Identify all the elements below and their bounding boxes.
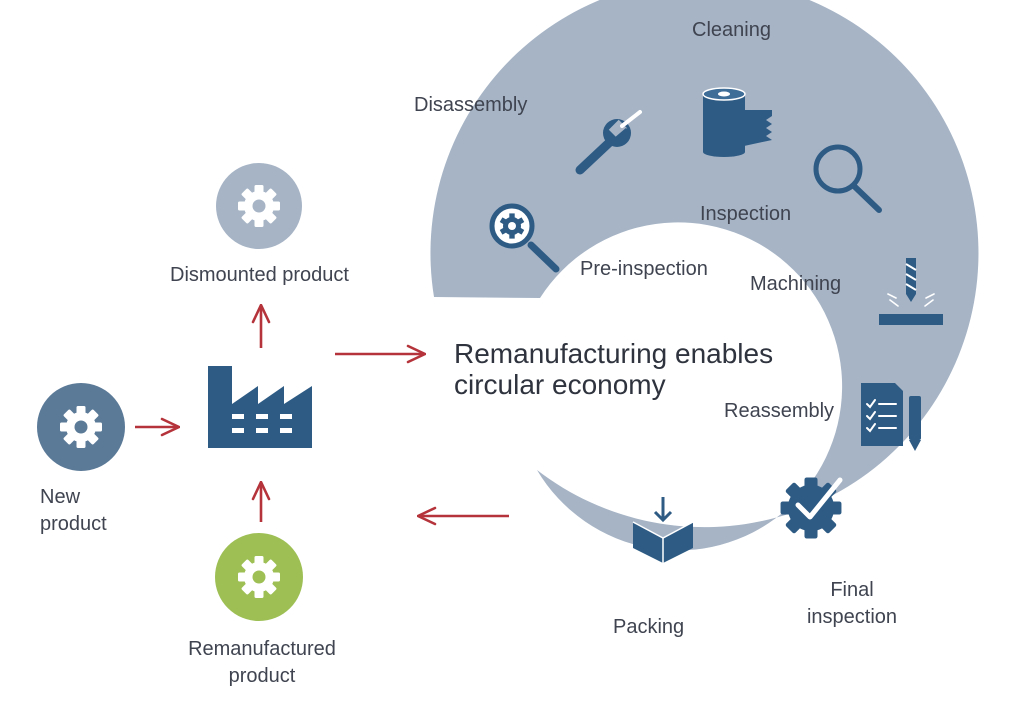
remanufactured-product-label-line1: Remanufactured xyxy=(188,638,336,660)
factory-icon xyxy=(208,366,312,448)
drill-icon xyxy=(879,258,943,325)
new-product-circle xyxy=(37,383,125,471)
wrench-icon xyxy=(575,110,642,175)
magnifier-icon xyxy=(813,144,882,213)
gear-check-icon xyxy=(780,477,843,539)
dismounted-product-label: Dismounted product xyxy=(170,264,349,286)
checklist-clipboard-icon xyxy=(861,383,921,451)
new-product-label-line2: product xyxy=(40,513,107,535)
magnifier-gear-icon xyxy=(489,203,560,273)
paper-roll-icon xyxy=(702,87,772,157)
box-icon xyxy=(632,497,694,563)
step-final-inspection-label: Final inspection xyxy=(800,577,904,631)
step-machining-label: Machining xyxy=(750,273,842,295)
step-disassembly-label: Disassembly xyxy=(414,94,528,116)
step-packing-label: Packing xyxy=(613,616,685,638)
step-final-inspection-line1: Final xyxy=(830,579,874,601)
step-inspection-label: Inspection xyxy=(700,203,792,225)
remanufactured-product-label-line2: product xyxy=(228,665,296,687)
center-title: Remanufacturing enables circular economy xyxy=(454,338,773,400)
remanufactured-product-circle xyxy=(215,533,303,621)
process-ring xyxy=(430,0,979,551)
step-final-inspection-line2: inspection xyxy=(806,606,898,628)
remanufactured-product-label: Remanufactured product xyxy=(184,636,340,690)
step-pre-inspection-label: Pre-inspection xyxy=(580,258,708,280)
step-cleaning-label: Cleaning xyxy=(692,19,771,41)
new-product-label: New product xyxy=(40,484,107,538)
new-product-label-line1: New xyxy=(40,486,81,508)
center-title-line2: circular economy xyxy=(454,369,666,400)
dismounted-product-circle xyxy=(216,163,302,249)
center-title-line1: Remanufacturing enables xyxy=(454,338,774,369)
step-reassembly-label: Reassembly xyxy=(724,400,835,422)
